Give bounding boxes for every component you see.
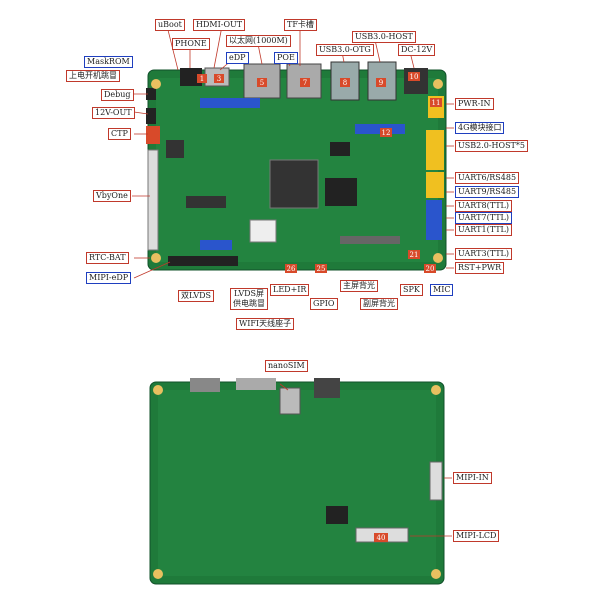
label-led-ir: LED+IR xyxy=(270,284,310,296)
label-tf-slot: TF卡槽 xyxy=(284,19,317,31)
label-ethernet: 以太网(1000M) xyxy=(226,35,291,47)
label-uart3: UART3(TTL) xyxy=(455,248,512,260)
label-4g-module: 4G模块接口 xyxy=(455,122,505,134)
label-maskrom: MaskROM xyxy=(84,56,133,68)
label-spk: SPK xyxy=(400,284,423,296)
label-dc12v: DC-12V xyxy=(398,44,436,56)
label-poe: POE xyxy=(274,52,298,64)
marker-12: 12 xyxy=(380,128,392,137)
label-dual-lvds: 双LVDS xyxy=(178,290,215,302)
label-uart7: UART7(TTL) xyxy=(455,212,512,224)
label-phone: PHONE xyxy=(172,38,210,50)
label-ctp: CTP xyxy=(108,128,131,140)
svg-text:8: 8 xyxy=(343,79,347,87)
label-rtc-bat: RTC-BAT xyxy=(86,252,129,264)
marker-26: 26 xyxy=(285,264,297,273)
markers: 1 3 5 7 8 9 10 11 12 26 25 21 20 40 xyxy=(197,72,442,542)
svg-text:1: 1 xyxy=(200,75,204,83)
label-lvds-power-jumper: LVDS屏 供电跳冒 xyxy=(230,288,268,310)
label-12v-out: 12V-OUT xyxy=(92,107,135,119)
label-uart9: UART9/RS485 xyxy=(455,186,520,198)
marker-25: 25 xyxy=(315,264,327,273)
label-gpio: GPIO xyxy=(310,298,338,310)
marker-9: 9 xyxy=(376,78,386,87)
label-hdmi-out: HDMI-OUT xyxy=(193,19,246,31)
label-uboot: uBoot xyxy=(155,19,185,31)
label-main-backlight: 主屏背光 xyxy=(340,280,378,292)
label-power-on-jumper: 上电开机跳冒 xyxy=(66,70,120,82)
marker-7: 7 xyxy=(300,78,310,87)
marker-20: 20 xyxy=(424,264,436,273)
marker-3: 3 xyxy=(214,74,224,83)
svg-text:9: 9 xyxy=(379,79,383,87)
svg-text:10: 10 xyxy=(410,73,419,81)
label-uart8: UART8(TTL) xyxy=(455,200,512,212)
label-mic: MIC xyxy=(430,284,454,296)
label-rst-pwr: RST+PWR xyxy=(455,262,505,274)
svg-text:7: 7 xyxy=(303,79,307,87)
label-edp: eDP xyxy=(226,52,249,64)
label-uart1: UART1(TTL) xyxy=(455,224,512,236)
label-sub-backlight: 副屏背光 xyxy=(360,298,398,310)
marker-8: 8 xyxy=(340,78,350,87)
marker-10: 10 xyxy=(408,72,420,81)
svg-text:21: 21 xyxy=(410,251,419,259)
label-uart6: UART6/RS485 xyxy=(455,172,520,184)
label-mipi-edp: MIPI-eDP xyxy=(86,272,132,284)
label-nanosim: nanoSIM xyxy=(265,360,308,372)
label-debug: Debug xyxy=(101,89,134,101)
label-mipi-lcd: MIPI-LCD xyxy=(453,530,500,542)
svg-text:40: 40 xyxy=(377,534,386,542)
marker-5: 5 xyxy=(257,78,267,87)
marker-11: 11 xyxy=(430,98,442,107)
svg-text:26: 26 xyxy=(287,265,296,273)
bottom-board xyxy=(149,378,445,585)
marker-1: 1 xyxy=(197,74,207,83)
marker-40: 40 xyxy=(374,533,388,542)
label-pwr-in: PWR-IN xyxy=(455,98,494,110)
leader-lines xyxy=(118,25,454,537)
svg-text:3: 3 xyxy=(217,75,221,83)
label-mipi-in: MIPI-IN xyxy=(453,472,492,484)
top-board xyxy=(146,61,447,271)
svg-text:25: 25 xyxy=(317,265,326,273)
svg-text:20: 20 xyxy=(426,265,435,273)
svg-text:5: 5 xyxy=(260,79,264,87)
svg-text:12: 12 xyxy=(382,129,391,137)
label-vbyone: VbyOne xyxy=(93,190,131,202)
label-usb30-host: USB3.0-HOST xyxy=(352,31,416,43)
marker-21: 21 xyxy=(408,250,420,259)
label-usb20-host: USB2.0-HOST*5 xyxy=(455,140,528,152)
svg-text:11: 11 xyxy=(432,99,441,107)
label-usb30-otg: USB3.0-OTG xyxy=(316,44,374,56)
label-wifi-antenna: WIFI天线座子 xyxy=(236,318,295,330)
